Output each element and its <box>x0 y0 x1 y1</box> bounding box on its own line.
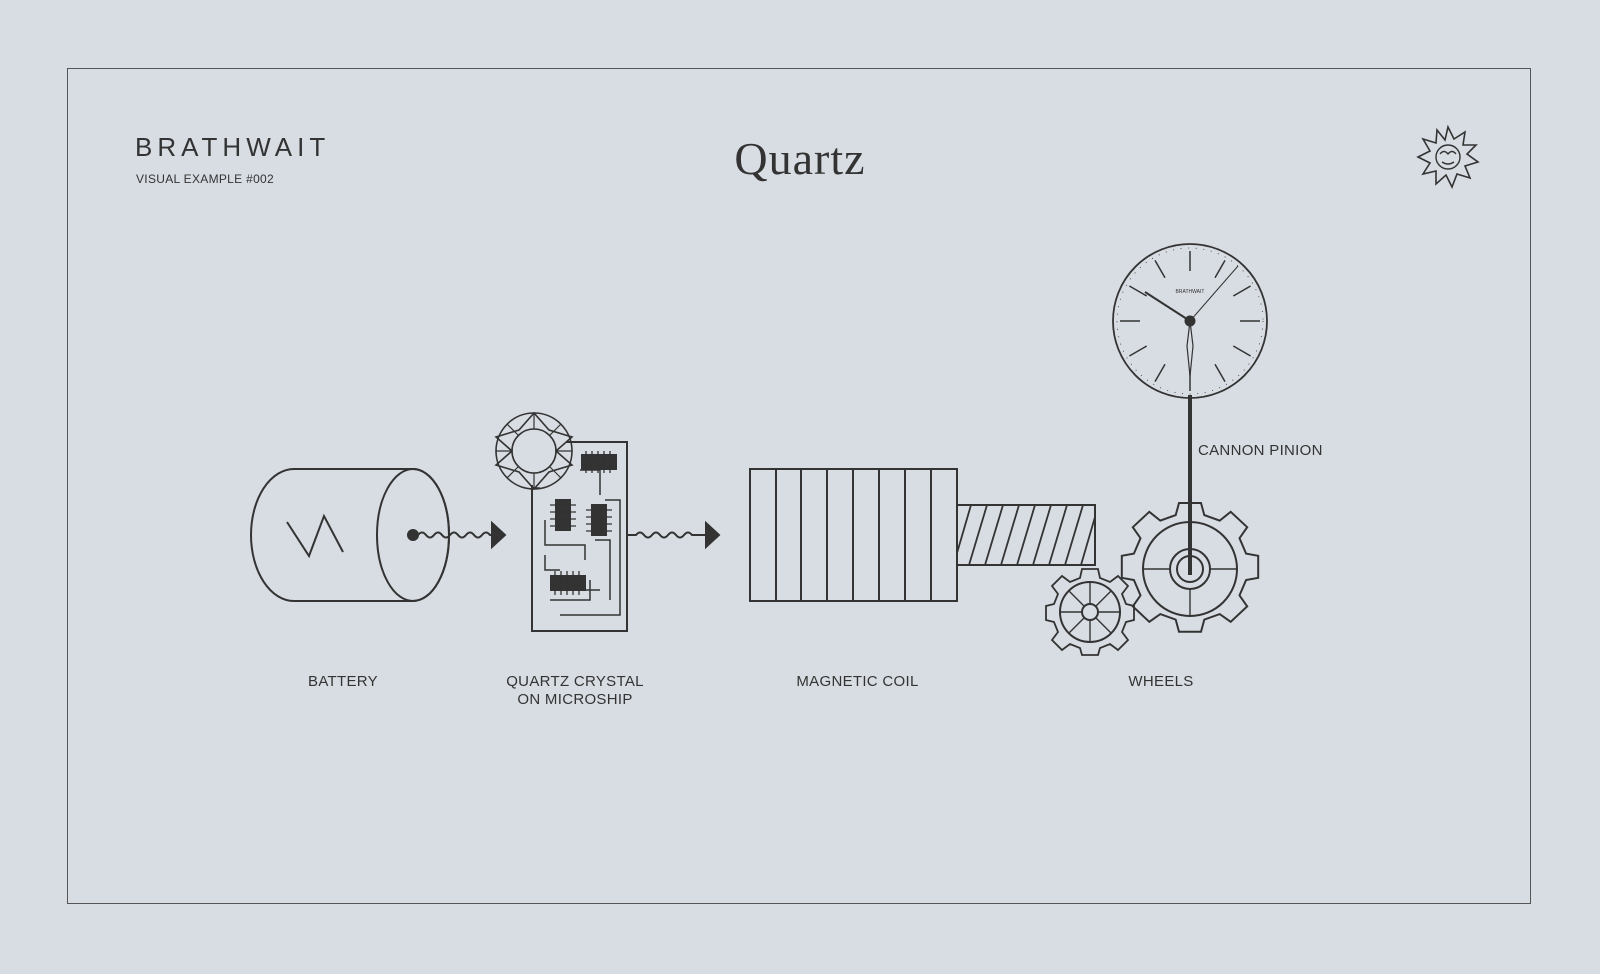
watch-dial-brand: BRATHWAIT <box>1176 289 1205 295</box>
label-quartz-line1: QUARTZ CRYSTAL <box>506 673 644 690</box>
visual-example-label: VISUAL EXAMPLE #002 <box>136 172 274 186</box>
small-gear-icon <box>1045 568 1135 656</box>
label-battery: BATTERY <box>308 673 378 690</box>
battery-icon <box>250 468 450 602</box>
label-cannon-pinion: CANNON PINION <box>1198 442 1323 459</box>
label-wheels: WHEELS <box>1128 673 1194 690</box>
magnetic-coil-icon <box>749 468 1096 602</box>
label-quartz-crystal: QUARTZ CRYSTAL ON MICROSHIP <box>480 673 670 709</box>
brand-logo-text: BRATHWAIT <box>135 132 331 162</box>
microchip-icon <box>531 441 628 632</box>
label-magnetic-coil: MAGNETIC COIL <box>796 673 919 690</box>
page-title: Quartz <box>734 133 866 184</box>
label-quartz-line2: ON MICROSHIP <box>517 691 633 708</box>
quartz-crystal-icon <box>494 411 574 491</box>
signal-arrow-2-icon <box>628 520 721 550</box>
diagram-frame <box>67 68 1531 904</box>
signal-arrow-1-icon <box>417 520 507 550</box>
watch-face-icon <box>1112 243 1268 399</box>
sun-emblem-icon <box>1416 124 1480 189</box>
